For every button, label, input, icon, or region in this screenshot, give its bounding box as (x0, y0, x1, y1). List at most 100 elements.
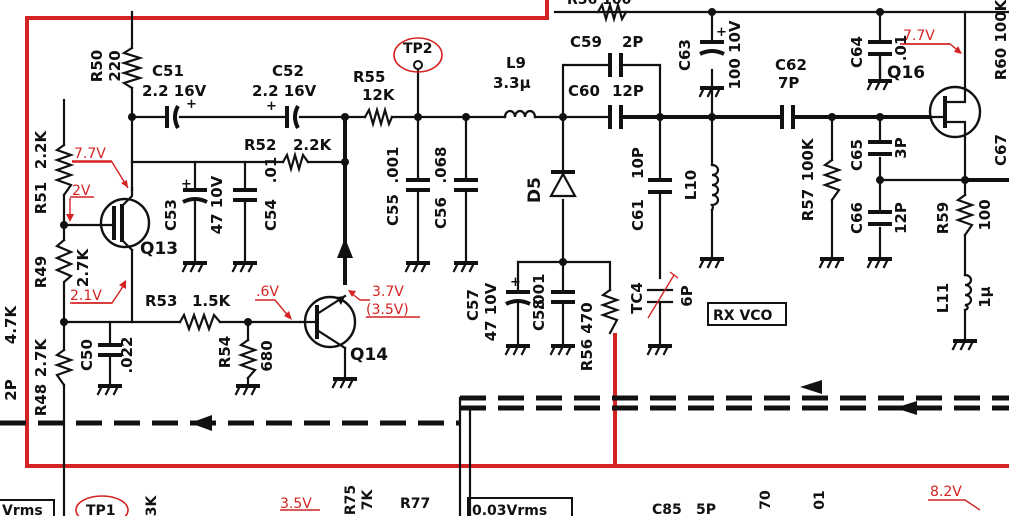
r48-symbol (53, 348, 75, 387)
voltage-underlines (70, 43, 950, 511)
label-c60: C60 (568, 82, 600, 100)
junctions (60, 8, 969, 326)
label-r56-top: R56 100 (567, 0, 632, 8)
label-c62-val: 7P (778, 74, 799, 92)
ground-c56 (452, 261, 478, 273)
label-r60: R60 100K (992, 0, 1009, 80)
label-q16: Q16 (887, 63, 925, 83)
q16-symbol (928, 85, 982, 140)
c60-symbol (608, 105, 623, 129)
label-c52-val: 2.2 16V (252, 82, 317, 100)
label-bottom-70: 70 (758, 490, 774, 510)
label-c55: C55 (384, 194, 402, 226)
label-c64: C64 (848, 36, 866, 68)
label-c59: C59 (570, 33, 602, 51)
label-c54: C54 (262, 199, 280, 231)
label-c56-val: .068 (432, 146, 450, 183)
capacitors (98, 40, 892, 387)
r53-symbol (178, 311, 222, 333)
label-c53-val: 47 10V (208, 175, 226, 234)
label-r53-val: 1.5K (192, 292, 232, 310)
inductors (503, 109, 973, 312)
vrms-left-box (0, 499, 55, 516)
label-r55-val: 12K (362, 86, 396, 104)
label-r56-val: 470 (578, 302, 596, 333)
d5-symbol (549, 170, 577, 198)
ground-r57 (818, 257, 844, 269)
label-c58-val: .001 (530, 273, 548, 310)
label-c63: C63 (676, 39, 694, 71)
label-r54-val: 680 (258, 340, 276, 371)
voltage-bottom-left: 3.5V (280, 496, 312, 512)
c50-symbol (98, 343, 122, 387)
l10-symbol (709, 163, 720, 212)
c62-symbol (780, 105, 795, 129)
signal-arrow-up (337, 238, 353, 258)
label-tp1: TP1 (86, 503, 116, 516)
c58-symbol (551, 290, 575, 347)
label-d5: D5 (525, 177, 545, 203)
r56-top-symbol (596, 0, 628, 24)
voltage-arrows (66, 43, 981, 511)
label-c85-val: 5P (696, 502, 716, 516)
plus-c63: + (716, 25, 727, 40)
label-r50: R50 (88, 50, 106, 82)
plus-c52: + (266, 99, 277, 114)
voltage-q14-base: .6V (256, 284, 279, 300)
label-c58: C58 (530, 299, 548, 331)
label-c50-val: .022 (118, 336, 136, 373)
label-c66-val: 12P (892, 202, 910, 234)
voltage-q14-emitter-alt: (3.5V) (366, 302, 409, 318)
label-c60-val: 12P (612, 82, 644, 100)
label-c62: C62 (775, 56, 807, 74)
r57-symbol (821, 158, 843, 202)
voltage-q16-drain: 7.7V (903, 28, 935, 44)
ground-r54 (234, 384, 260, 396)
c51-symbol (165, 105, 180, 129)
ground-q14 (331, 377, 357, 389)
ground-c66 (866, 257, 892, 269)
c53-symbol (182, 188, 208, 264)
label-r52-val: 2.2K (293, 136, 333, 154)
r54-symbol (237, 338, 259, 380)
ground-c53 (181, 261, 207, 273)
voltage-bottom-right: 8.2V (930, 484, 962, 500)
label-l11: L11 (934, 283, 952, 313)
ground-c63 (698, 86, 724, 98)
label-left-2p: 2P (2, 379, 20, 400)
label-r57-val: 100K (799, 137, 817, 181)
c65-symbol (868, 140, 892, 156)
label-c85: C85 (652, 502, 682, 516)
label-c65-val: 3P (892, 137, 910, 158)
label-r59-val: 100 (976, 199, 994, 230)
r51-symbol (53, 143, 75, 197)
l11-symbol (963, 273, 973, 312)
label-c51: C51 (152, 62, 184, 80)
label-vrms-bottom: 0.03Vrms (472, 503, 547, 516)
r56-symbol (599, 288, 621, 335)
label-r50-val: 220 (106, 50, 124, 81)
signal-arrow-3 (895, 401, 917, 415)
q14-symbol (298, 238, 357, 380)
plus-c51: + (186, 97, 197, 112)
label-r75-val: 7K (360, 489, 376, 511)
ground-c64 (866, 79, 892, 91)
label-c53: C53 (162, 199, 180, 231)
label-r51: R51 (32, 182, 50, 214)
q13-symbol (98, 186, 151, 252)
ground-c55 (404, 261, 430, 273)
rx-vco-box (707, 302, 787, 326)
label-c57: C57 (464, 289, 482, 321)
label-c59-val: 2P (622, 33, 643, 51)
ground-c50 (96, 384, 122, 396)
r52-symbol (281, 150, 310, 174)
c57-symbol (505, 290, 531, 347)
ground-tc4 (646, 344, 672, 356)
label-r55: R55 (353, 68, 385, 86)
label-bottom-01: 01 (812, 490, 828, 509)
label-c61-val: 10P (629, 147, 647, 179)
label-r59: R59 (934, 202, 952, 234)
voltage-q13-base: 2V (72, 183, 91, 199)
r49-symbol (54, 238, 74, 322)
signal-arrow-1 (190, 415, 212, 431)
